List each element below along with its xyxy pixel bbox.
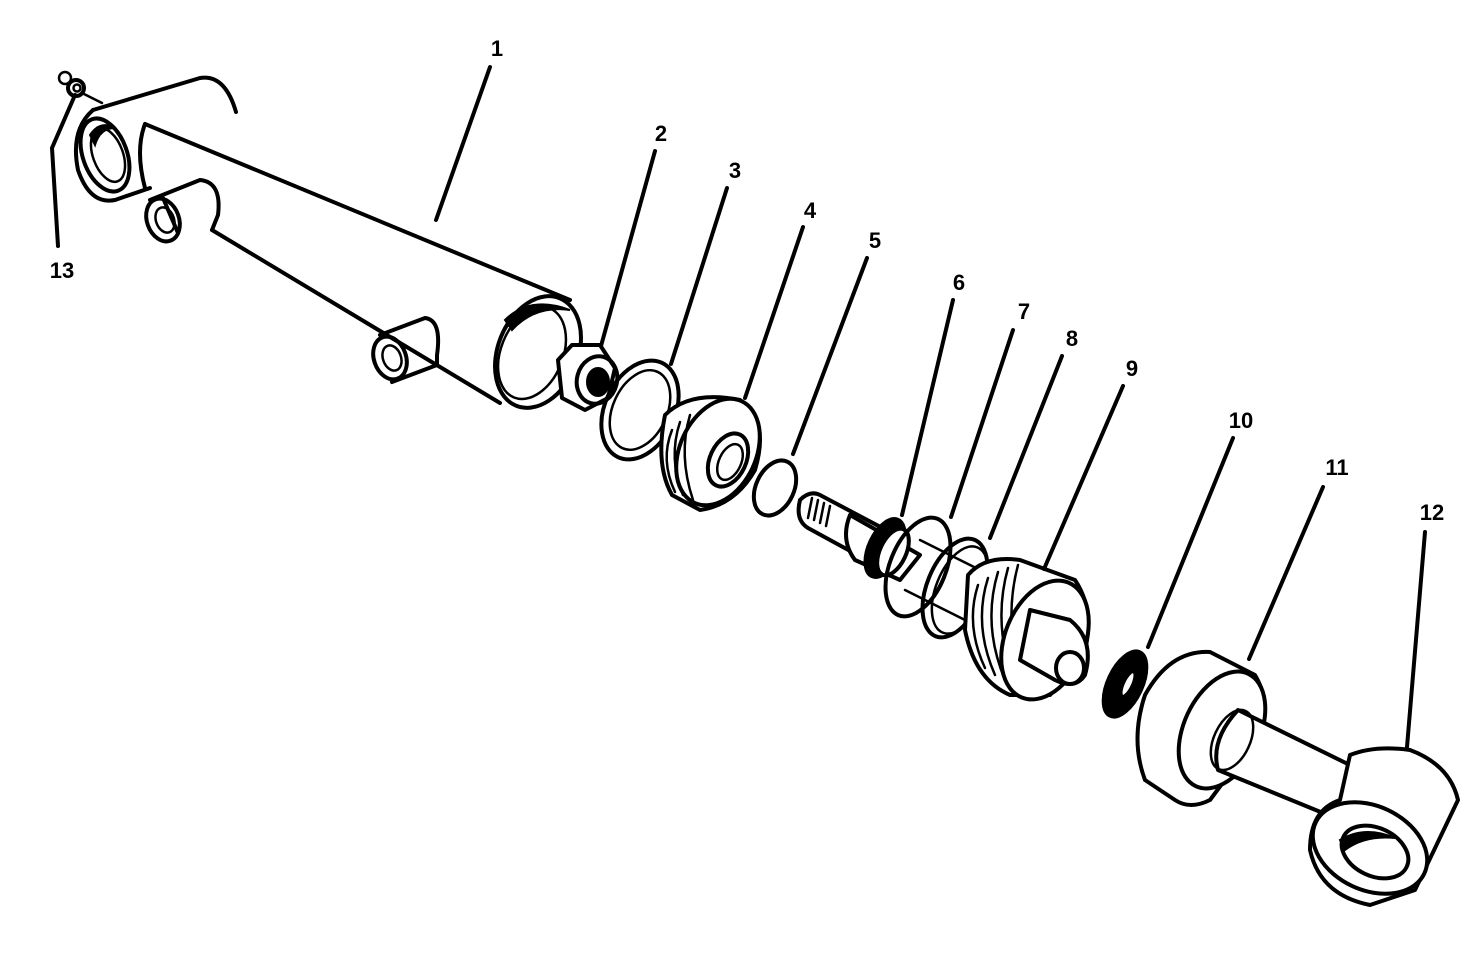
callout-8: 8 [988, 326, 1078, 540]
callout-label-2: 2 [655, 121, 667, 146]
callout-13: 13 [50, 93, 77, 283]
part-1-cylinder-barrel [73, 75, 583, 410]
callout-5: 5 [791, 228, 881, 456]
callout-11: 11 [1247, 455, 1349, 661]
callout-label-12: 12 [1420, 500, 1444, 525]
callout-9: 9 [1042, 356, 1138, 571]
callout-label-3: 3 [729, 158, 741, 183]
callout-1: 1 [434, 36, 503, 222]
callout-label-5: 5 [869, 228, 881, 253]
callout-label-11: 11 [1325, 455, 1348, 480]
callout-label-6: 6 [953, 270, 965, 295]
part-13-grease-fitting [57, 70, 104, 105]
callout-label-8: 8 [1066, 326, 1078, 351]
part-10-wiper-seal [1101, 649, 1149, 719]
callout-12: 12 [1405, 500, 1444, 749]
callout-10: 10 [1146, 408, 1253, 649]
callout-label-10: 10 [1229, 408, 1253, 433]
callout-4: 4 [743, 198, 817, 400]
callouts: 1 2 3 4 5 6 7 8 [50, 36, 1444, 749]
callout-label-7: 7 [1018, 299, 1030, 324]
part-2-hex-nut [556, 343, 620, 412]
callout-6: 6 [900, 270, 965, 517]
callout-label-13: 13 [50, 258, 74, 283]
part-12-rod-eye [1308, 746, 1460, 907]
callout-7: 7 [949, 299, 1030, 519]
part-4-gland [659, 395, 762, 512]
callout-label-4: 4 [804, 198, 817, 223]
callout-label-1: 1 [491, 36, 503, 61]
callout-3: 3 [669, 158, 741, 366]
callout-label-9: 9 [1126, 356, 1138, 381]
callout-2: 2 [599, 121, 667, 348]
part-11-piston-rod [1135, 649, 1362, 824]
part-5-o-ring [751, 458, 799, 518]
part-9-piston [963, 557, 1091, 702]
